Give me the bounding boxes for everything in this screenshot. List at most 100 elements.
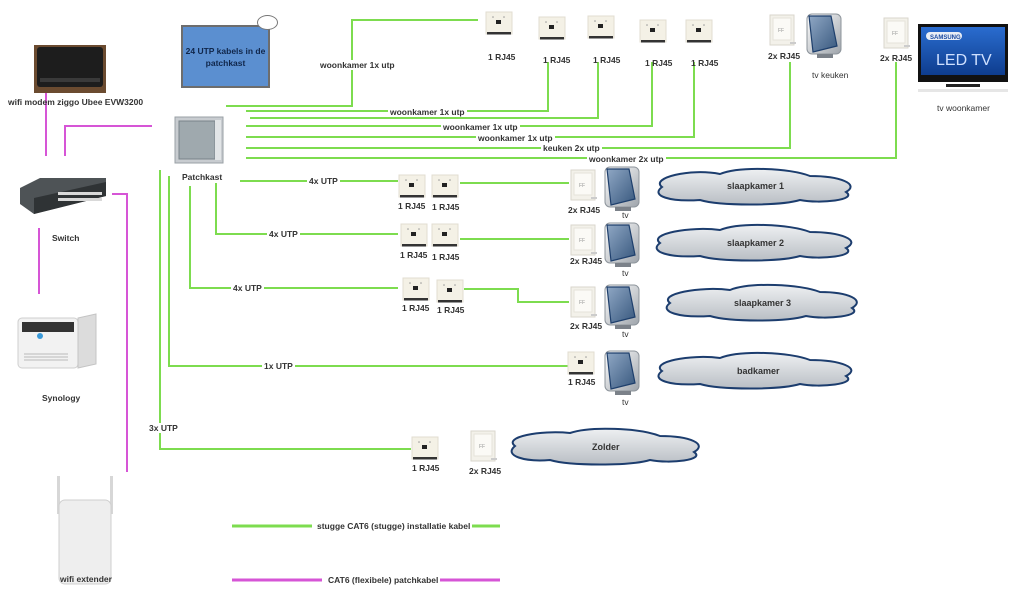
cable-slaapkamer-2 — [215, 183, 398, 235]
cable-label: keuken 2x utp — [541, 143, 602, 153]
cloud-zolder: Zolder — [510, 427, 700, 466]
room-label: slaapkamer 3 — [734, 298, 791, 308]
cable-badkamer — [168, 176, 568, 367]
socket-slaapkamer-1-tv — [570, 169, 598, 201]
legend-installation-label: stugge CAT6 (stugge) installatie kabel — [315, 521, 473, 531]
socket-zolder-2 — [470, 430, 498, 462]
wifi-extender-image — [57, 476, 113, 585]
socket-label: 1 RJ45 — [432, 202, 460, 212]
tv-keuken-label: tv keuken — [812, 70, 849, 80]
patch-switch-patchkast — [64, 125, 152, 156]
socket-woonkamer-5 — [685, 19, 713, 43]
socket-label: 1 RJ45 — [488, 52, 516, 62]
cable-woonkamer-3 — [250, 62, 599, 119]
socket-woonkamer-1 — [485, 11, 513, 35]
tv-badkamer-image — [604, 350, 640, 396]
tv-slaapkamer-3-image — [604, 284, 640, 330]
cable-label: 4x UTP — [307, 176, 340, 186]
socket-label: 1 RJ45 — [398, 201, 426, 211]
socket-woonkamer-tv — [883, 17, 911, 49]
socket-zolder-1 — [411, 436, 439, 460]
cable-label: 3x UTP — [147, 423, 180, 433]
tv-label: tv — [622, 397, 629, 407]
modem-label: wifi modem ziggo Ubee EVW3200 — [8, 97, 144, 107]
tv-model: LED TV — [936, 52, 992, 69]
socket-label: 2x RJ45 — [880, 53, 913, 63]
note-text: 24 UTP kabels in de patchkast — [185, 45, 266, 68]
tv-woonkamer-image: SAMSUNG LED TV — [918, 24, 1008, 92]
socket-label: 1 RJ45 — [543, 55, 571, 65]
synology-image — [17, 313, 97, 369]
socket-label: 2x RJ45 — [768, 51, 801, 61]
socket-slaapkamer-2a — [400, 223, 428, 247]
tv-keuken-image — [806, 13, 842, 59]
socket-label: 1 RJ45 — [593, 55, 621, 65]
tv-label: tv — [622, 210, 629, 220]
cable-label: woonkamer 1x utp — [388, 107, 467, 117]
cable-woonkamer-4 — [246, 62, 653, 127]
socket-slaapkamer-3-tv — [570, 286, 598, 318]
socket-label: 1 RJ45 — [691, 58, 719, 68]
socket-label: 1 RJ45 — [568, 377, 596, 387]
installation-cables — [159, 19, 897, 528]
switch-label: Switch — [52, 233, 80, 243]
cable-label: 1x UTP — [262, 361, 295, 371]
patch-switch-extender — [112, 193, 128, 472]
socket-slaapkamer-3b — [436, 279, 464, 303]
socket-label: 1 RJ45 — [412, 463, 440, 473]
cable-label: woonkamer 1x utp — [476, 133, 555, 143]
cable-label: woonkamer 1x utp — [441, 122, 520, 132]
cable-label: woonkamer 2x utp — [587, 154, 666, 164]
socket-slaapkamer-2b — [431, 223, 459, 247]
comment-bubble-icon — [257, 15, 278, 30]
note-box: 24 UTP kabels in de patchkast — [181, 25, 270, 88]
socket-label: 2x RJ45 — [469, 466, 502, 476]
socket-label: 1 RJ45 — [400, 250, 428, 260]
patch-cables — [38, 92, 500, 582]
room-label: badkamer — [737, 366, 780, 376]
cable-label: 4x UTP — [231, 283, 264, 293]
switch-image — [20, 178, 106, 214]
tv-slaapkamer-1-image — [604, 166, 640, 212]
socket-label: 1 RJ45 — [432, 252, 460, 262]
tv-slaapkamer-2-image — [604, 222, 640, 268]
cable-label: woonkamer 1x utp — [318, 60, 397, 70]
tv-brand: SAMSUNG — [930, 35, 961, 41]
cable-keuken — [246, 62, 791, 149]
cable-woonkamer-tv — [246, 62, 897, 159]
cable-zolder — [159, 170, 411, 450]
tv-label: tv — [622, 268, 629, 278]
socket-label: 2x RJ45 — [570, 256, 603, 266]
modem-image — [34, 45, 106, 93]
cable-label: 4x UTP — [267, 229, 300, 239]
room-label: slaapkamer 1 — [727, 181, 784, 191]
synology-label: Synology — [42, 393, 81, 403]
cable-woonkamer-2 — [246, 62, 549, 112]
socket-label: 2x RJ45 — [570, 321, 603, 331]
tv-woonkamer-label: tv woonkamer — [937, 103, 990, 113]
cable-slaapkamer-3 — [189, 186, 398, 289]
socket-woonkamer-4 — [639, 19, 667, 43]
socket-label: 2x RJ45 — [568, 205, 601, 215]
socket-slaapkamer-3a — [402, 277, 430, 301]
cable-slaapkamer-3-out — [464, 288, 569, 303]
tv-label: tv — [622, 329, 629, 339]
socket-label: 1 RJ45 — [437, 305, 465, 315]
room-label: Zolder — [592, 442, 620, 452]
cloud-badkamer: badkamer — [657, 351, 853, 390]
socket-slaapkamer-2-tv — [570, 224, 598, 256]
socket-woonkamer-2 — [538, 16, 566, 40]
cloud-slaapkamer-1: slaapkamer 1 — [657, 167, 852, 206]
socket-label: 1 RJ45 — [402, 303, 430, 313]
patchkast-image — [174, 116, 224, 164]
patchkast-label: Patchkast — [182, 172, 223, 182]
cloud-slaapkamer-3: slaapkamer 3 — [665, 283, 858, 322]
socket-woonkamer-3 — [587, 15, 615, 39]
cable-woonkamer-5 — [246, 62, 695, 138]
socket-badkamer — [567, 351, 595, 375]
cloud-slaapkamer-2: slaapkamer 2 — [655, 223, 853, 262]
socket-keuken — [769, 14, 797, 46]
socket-slaapkamer-1b — [431, 174, 459, 198]
socket-label: 1 RJ45 — [645, 58, 673, 68]
